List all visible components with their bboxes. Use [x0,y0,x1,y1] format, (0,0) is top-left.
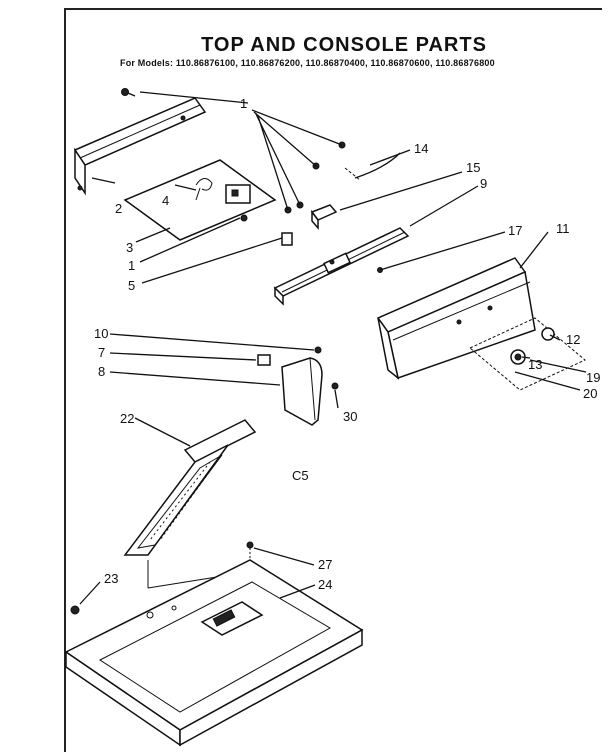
callout-11: 11 [556,221,570,236]
callout-20: 20 [583,386,597,401]
callout-labels: 1 14 15 9 17 11 2 4 3 1 5 10 7 8 30 12 1… [94,96,600,592]
part-15-block [310,204,338,231]
leader-lines [79,91,587,605]
diagram-title: TOP AND CONSOLE PARTS [201,34,487,56]
callout-27: 27 [318,557,332,572]
callout-14: 14 [414,141,428,156]
callout-5: 5 [128,278,135,293]
callout-7: 7 [98,345,105,360]
callout-12: 12 [566,332,580,347]
callout-4: 4 [162,193,169,208]
diagram-frame [64,8,602,752]
part-9-rail [273,227,410,306]
callout-30: 30 [343,409,357,424]
parts-12-13-knobs [469,317,586,391]
screws-part-1 [284,141,346,214]
screw-top-left-icon [121,88,136,97]
part-2-rear-bracket [73,97,207,196]
callout-9: 9 [480,176,487,191]
screw-30-icon [331,382,339,390]
callout-23: 23 [104,571,118,586]
model-list: For Models: 110.86876100, 110.86876200, … [120,58,495,68]
callout-1a: 1 [240,96,247,111]
callout-1b: 1 [128,258,135,273]
callout-3: 3 [126,240,133,255]
callout-19: 19 [586,370,600,385]
callout-22: 22 [120,411,134,426]
figure-code: C5 [292,468,309,483]
callout-17: 17 [508,223,522,238]
part-3-control-plate [123,159,277,241]
callout-8: 8 [98,364,105,379]
part-5-clip [281,232,293,246]
callout-15: 15 [466,160,480,175]
part-11-console [376,257,536,380]
callout-13: 13 [528,357,542,372]
screw-10-icon [314,346,322,354]
callout-24: 24 [318,577,332,592]
part-8-cover [281,357,323,426]
part-22-door [123,419,257,556]
callout-10: 10 [94,326,108,341]
screw-27-icon [246,541,254,549]
part-7-connector [257,354,271,366]
screw-23-icon [70,605,80,615]
callout-2: 2 [115,201,122,216]
part-14-wire [344,152,401,181]
part-24-top [64,559,364,747]
